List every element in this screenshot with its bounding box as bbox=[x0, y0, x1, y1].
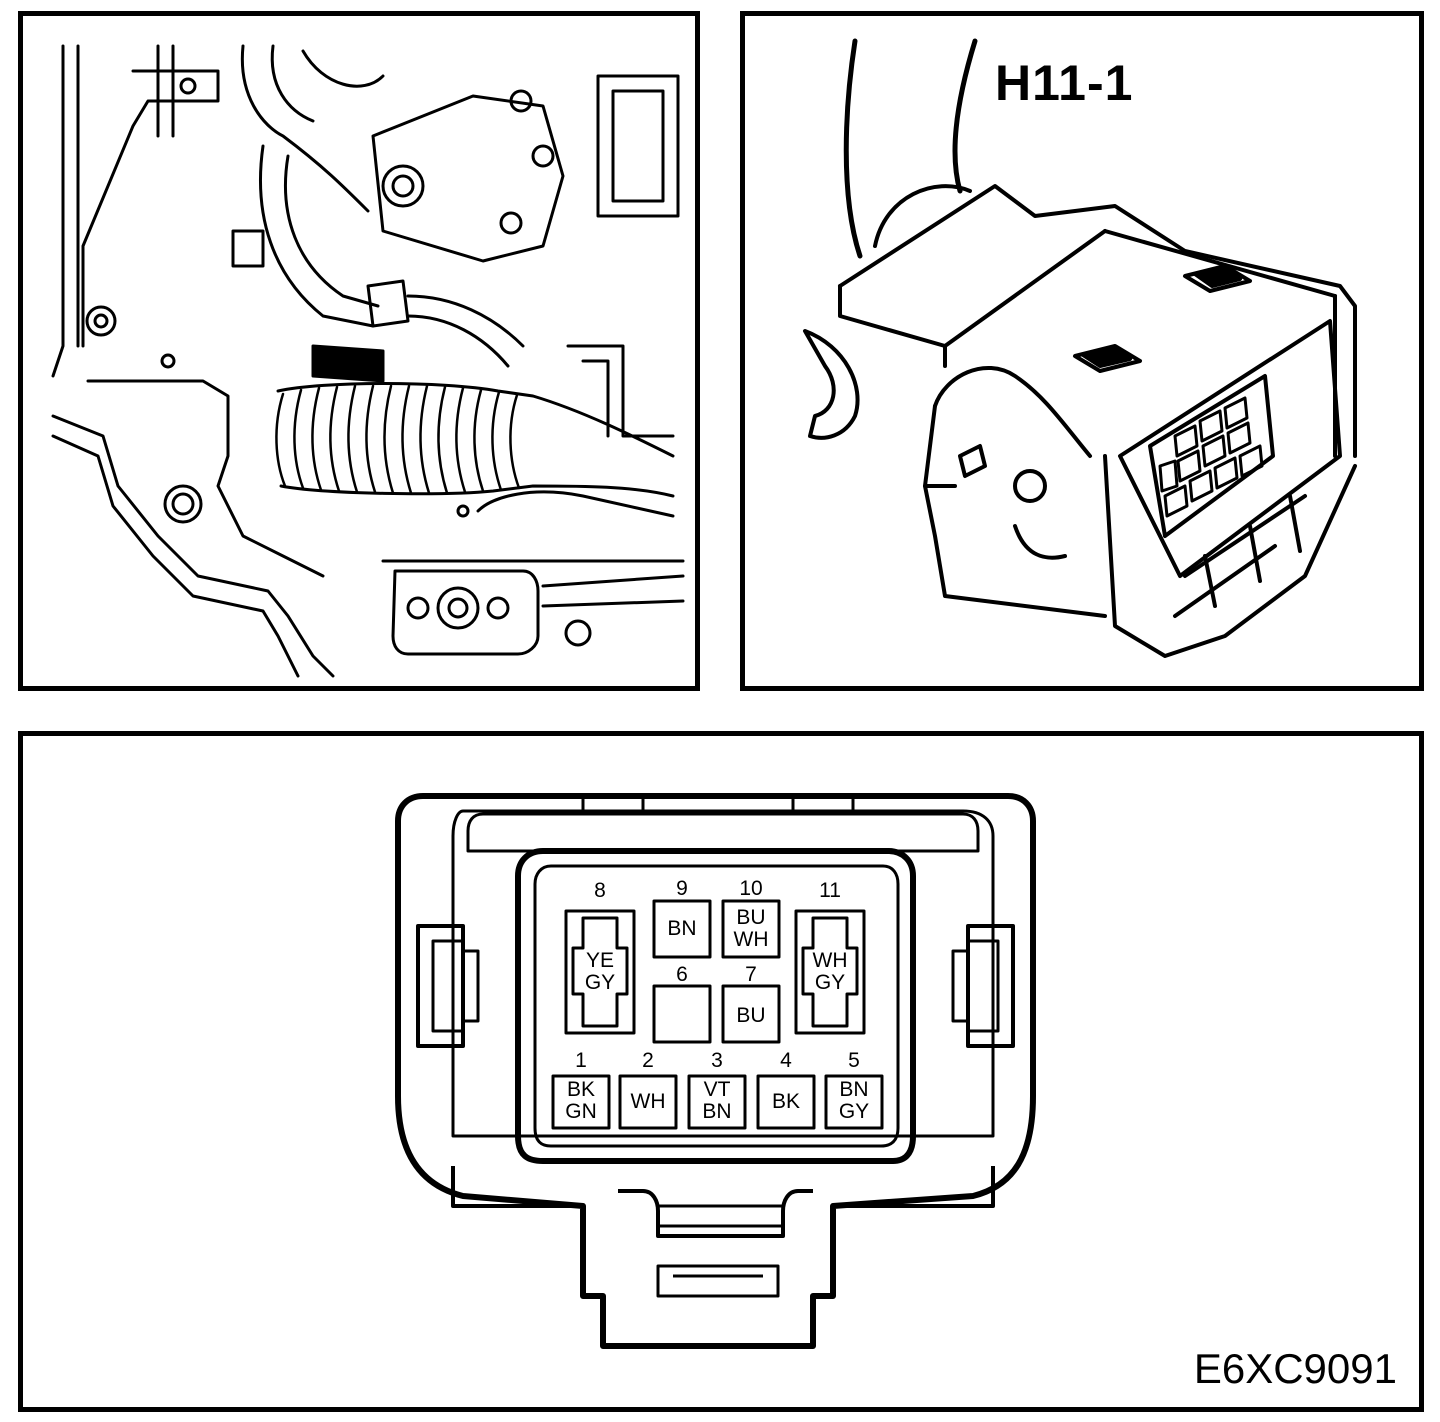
pin-10-wire-color-1: BU bbox=[736, 906, 766, 929]
pin-4-number: 4 bbox=[780, 1049, 792, 1072]
pin-1-number: 1 bbox=[575, 1049, 587, 1072]
pin-7-wire-color-1: BU bbox=[736, 1004, 766, 1027]
figure-code: E6XC9091 bbox=[1193, 1345, 1397, 1392]
pin-10-number: 10 bbox=[739, 877, 763, 900]
pin-7-wire-color: BU bbox=[721, 1005, 781, 1027]
pin-8-wire-color: YE GY bbox=[570, 950, 630, 994]
pin-1-wire-color-1: BK bbox=[566, 1078, 595, 1101]
pin-4-wire-color-1: BK bbox=[771, 1090, 800, 1113]
pin-3-number: 3 bbox=[711, 1049, 723, 1072]
pin-7-number: 7 bbox=[745, 963, 757, 986]
pin-4-wire-color: BK bbox=[756, 1091, 816, 1113]
connector-perspective-panel: H11-1 bbox=[740, 11, 1424, 691]
pin-6-number: 6 bbox=[676, 963, 688, 986]
pin-8-number: 8 bbox=[594, 879, 606, 902]
pin-11-wire-color-2: GY bbox=[814, 971, 846, 994]
pin-2-wire-color-1: WH bbox=[630, 1090, 666, 1113]
connector-title: H11-1 bbox=[995, 55, 1134, 111]
pin-9-number: 9 bbox=[676, 877, 688, 900]
pin-3-wire-color-1: VT bbox=[703, 1078, 731, 1101]
pin-5-wire-color-1: BN bbox=[839, 1078, 869, 1101]
pin-9-wire-color-1: BN bbox=[667, 917, 697, 940]
pin-5-wire-color: BN GY bbox=[824, 1079, 884, 1123]
pin-3-wire-color-2: BN bbox=[702, 1100, 732, 1123]
pin-2-number: 2 bbox=[642, 1049, 654, 1072]
pin-8-wire-color-2: GY bbox=[584, 971, 616, 994]
pin-8-wire-color-1: YE bbox=[585, 949, 614, 972]
pin-3-wire-color: VT BN bbox=[687, 1079, 747, 1123]
pin-5-number: 5 bbox=[848, 1049, 860, 1072]
connector-3d-drawing bbox=[803, 38, 1357, 658]
engine-bay-drawing bbox=[51, 44, 685, 678]
pin-5-wire-color-2: GY bbox=[838, 1100, 870, 1123]
location-illustration-panel bbox=[18, 11, 700, 691]
pin-10-wire-color-2: WH bbox=[733, 928, 769, 951]
pin-11-wire-color-1: WH bbox=[812, 949, 848, 972]
pin-9-wire-color: BN bbox=[652, 918, 712, 940]
pin-11-number: 11 bbox=[819, 879, 841, 902]
pin-2-wire-color: WH bbox=[618, 1091, 678, 1113]
pin-1-wire-color: BK GN bbox=[551, 1079, 611, 1123]
connector-face-outline bbox=[395, 793, 1036, 1349]
pin-10-wire-color: BU WH bbox=[721, 907, 781, 951]
connector-face-panel: 8 9 10 11 6 7 1 2 3 4 5 YE GY BN BU WH W… bbox=[18, 731, 1424, 1412]
pin-1-wire-color-2: GN bbox=[565, 1100, 597, 1123]
pin-11-wire-color: WH GY bbox=[800, 950, 860, 994]
